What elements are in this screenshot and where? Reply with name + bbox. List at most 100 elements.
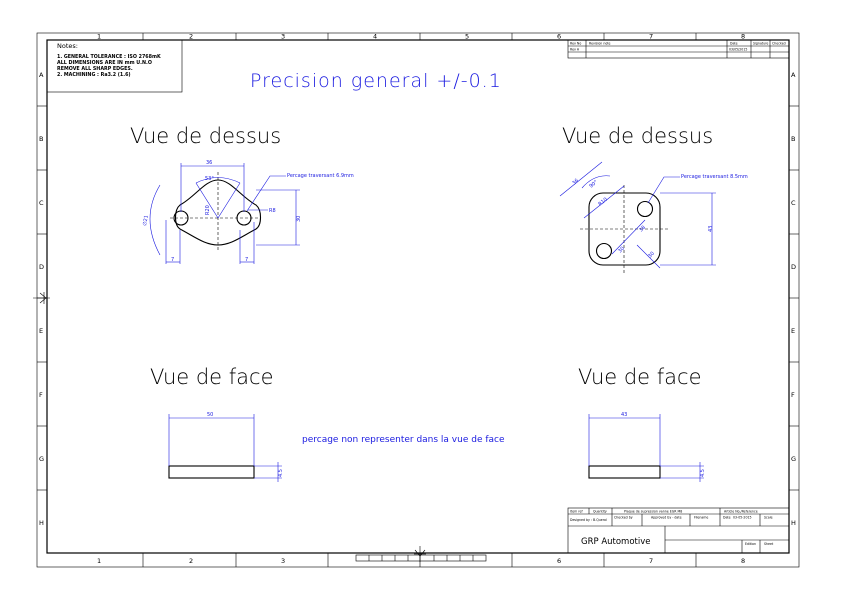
row-label: H	[39, 519, 44, 527]
row-label: D	[791, 263, 796, 271]
dim-hole-radius: R8	[269, 208, 276, 214]
rev-header-checked: Checked	[772, 42, 786, 46]
rev-header-signature: Signature	[753, 42, 768, 46]
tb-checked: Checked by	[614, 516, 633, 520]
dim-front-thickness: 4.5	[278, 469, 284, 477]
col-label: 2	[189, 33, 193, 41]
dim-front-width: 50	[207, 412, 213, 418]
front-view-note: percage non representer dans la vue de f…	[302, 435, 505, 445]
tb-sheet: Sheet	[764, 542, 774, 546]
col-label: 4	[373, 33, 377, 41]
top-left-part	[170, 172, 262, 252]
dim-height: 30	[296, 216, 302, 222]
dim-right-offset: 7	[245, 257, 248, 263]
col-label: 8	[741, 33, 745, 41]
inner-frame	[46, 39, 790, 554]
notes-line: 1. GENERAL TOLERANCE : ISO 2768mK	[57, 54, 161, 60]
col-label: 1	[97, 557, 101, 565]
tb-filename: Filename	[694, 516, 708, 520]
tb-company: GRP Automotive	[581, 537, 651, 547]
dim-arc: ∅21	[142, 215, 150, 227]
column-ticks	[142, 33, 697, 567]
dim-radius-right: R10	[597, 197, 608, 208]
dim-height-right: 43	[708, 226, 714, 232]
row-labels: A B C D E F G H A B C D E F G H	[39, 71, 796, 527]
column-labels-top: 1 2 3 4 5 6 7 8	[97, 33, 745, 41]
dim-front-thickness-right: 4.5	[700, 469, 706, 477]
top-left-dimensions: 36 53° R20 ∅21 R8 30 7 7 Percage travers…	[142, 160, 354, 264]
row-label: C	[39, 199, 44, 207]
rev-date: 03/05/2015	[729, 48, 747, 52]
callout-right: Percage traversant 8.5mm	[681, 174, 748, 180]
col-label: 3	[281, 33, 285, 41]
tb-designed: Designed by : B.Queral	[570, 518, 607, 522]
notes-line: 2. MACHINING : Ra3.2 (1.6)	[57, 72, 131, 78]
dim-angle: 53°	[205, 176, 214, 182]
dim-diag-lower: 30	[647, 251, 656, 260]
column-labels-bottom: 1 2 3 6 7 8	[97, 557, 745, 565]
view-title-top-right: Vue de dessus	[562, 124, 713, 148]
top-right-part	[580, 185, 670, 273]
row-label: G	[791, 455, 796, 463]
rev-header-note: Revision note	[589, 42, 611, 46]
row-label: G	[39, 455, 44, 463]
row-label: F	[39, 391, 43, 399]
tb-description: Plaque de supression vanne EGR M8	[624, 510, 682, 514]
dim-hole-spacing: 30	[617, 246, 626, 255]
row-ticks	[37, 105, 799, 491]
col-label: 8	[741, 557, 745, 565]
row-label: A	[791, 71, 796, 79]
notes-title: Notes:	[57, 42, 78, 50]
tb-quantity: Quantity	[593, 510, 607, 514]
rev-header-date: Date	[730, 42, 738, 46]
top-right-dimensions: 36 90° R10 30 38 30 43 Percage traversan…	[559, 161, 748, 269]
rev-header-no: Rev No	[570, 42, 581, 46]
dim-diag: 36	[571, 178, 580, 187]
notes-box: Notes: 1. GENERAL TOLERANCE : ISO 2768mK…	[46, 39, 183, 93]
notes-line: ALL DIMENSIONS ARE IN mm U.N.O	[57, 60, 152, 66]
col-label: 7	[649, 557, 653, 565]
tb-item: Item ref	[570, 510, 583, 514]
col-label: 5	[465, 33, 469, 41]
tb-date-label: Date	[723, 516, 731, 520]
row-label: B	[791, 135, 795, 143]
dim-hole-spacing-2: 38	[638, 225, 647, 234]
col-label: 7	[649, 33, 653, 41]
col-label: 6	[557, 557, 561, 565]
row-label: C	[791, 199, 796, 207]
row-label: E	[791, 327, 795, 335]
view-title-top-left: Vue de dessus	[130, 124, 281, 148]
col-label: 2	[189, 557, 193, 565]
outer-frame	[36, 32, 800, 568]
tb-edition: Edition	[745, 542, 756, 546]
centering-mark-left	[33, 292, 50, 304]
dim-width: 36	[206, 160, 212, 166]
tb-approved: Approved by - date	[651, 516, 682, 520]
scale-ruler	[355, 554, 487, 562]
dim-radius: R20	[205, 205, 211, 215]
row-label: E	[39, 327, 43, 335]
precision-headline: Precision general +/-0.1	[250, 70, 502, 92]
rev-value: Rev A	[570, 48, 580, 52]
front-left-part: 50 4.5	[168, 412, 284, 482]
row-label: B	[39, 135, 43, 143]
dim-left-offset: 7	[171, 257, 174, 263]
tb-date: 03-05-2015	[733, 516, 752, 520]
callout-left: Percage traversant 6.9mm	[287, 173, 354, 179]
tb-scale: Scale	[764, 516, 773, 520]
row-label: D	[39, 263, 44, 271]
col-label: 6	[557, 33, 561, 41]
dim-front-width-right: 43	[621, 412, 627, 418]
view-title-front-right: Vue de face	[578, 365, 702, 389]
view-title-front-left: Vue de face	[150, 365, 274, 389]
col-label: 1	[97, 33, 101, 41]
centering-mark-bottom	[414, 546, 426, 562]
dim-angle-right: 90°	[588, 179, 599, 190]
row-label: H	[791, 519, 796, 527]
tb-article: Article No./Reference	[724, 510, 758, 514]
row-label: F	[791, 391, 795, 399]
row-label: A	[39, 71, 44, 79]
front-right-part: 43 4.5	[588, 412, 706, 482]
revision-table: Rev No Revision note Date Signature Chec…	[567, 39, 790, 59]
